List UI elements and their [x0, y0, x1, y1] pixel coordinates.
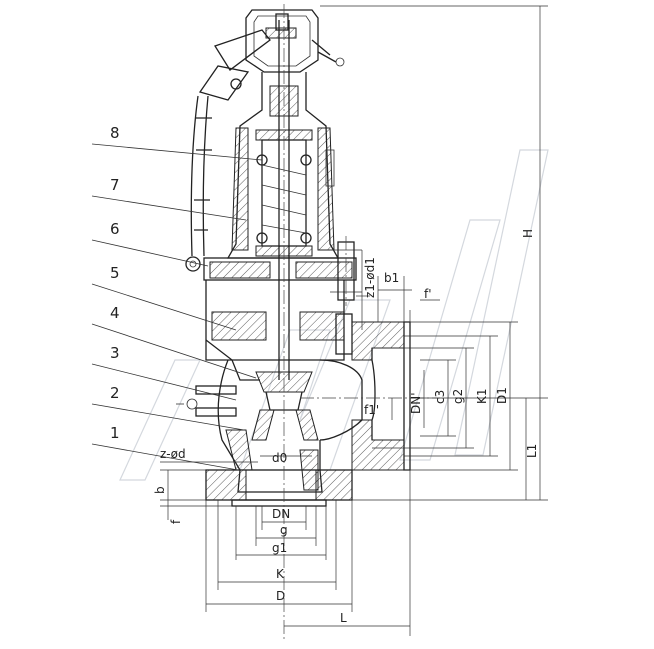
dim-label-f-prime: f'	[424, 287, 432, 301]
dim-label-c3: c3	[433, 390, 447, 404]
part-label-7: 7	[110, 176, 120, 194]
part-label-3: 3	[110, 344, 120, 362]
side-bolts	[176, 385, 237, 417]
watermark	[119, 149, 549, 481]
dim-label-k1: K1	[475, 388, 489, 404]
dim-label-dn: DN	[272, 507, 290, 521]
dim-label-g1: g1	[272, 541, 287, 555]
part-label-2: 2	[110, 384, 120, 402]
dim-label-z-d: z-ød	[160, 447, 186, 461]
dim-label-g: g	[280, 523, 288, 537]
dim-label-d1: D1	[495, 387, 509, 404]
valve-stem	[269, 20, 299, 380]
part-label-4: 4	[110, 304, 120, 322]
dim-label-k: K	[276, 567, 285, 581]
valve-body	[217, 321, 411, 493]
dim-label-b: b	[153, 486, 167, 494]
bonnet-flange	[203, 241, 362, 301]
dim-label-f: f	[169, 519, 183, 524]
dim-label-z1-d1: z1-ød1	[363, 257, 377, 298]
valve-cap	[245, 9, 345, 73]
dimension-lines	[160, 5, 548, 636]
leader-lines	[91, 143, 263, 471]
valve-guide	[205, 280, 353, 381]
part-label-6: 6	[110, 220, 120, 238]
dim-label-f1-prime: f1'	[364, 403, 379, 417]
dim-label-l1: L1	[525, 444, 539, 458]
dim-label-d: D	[276, 589, 285, 603]
dim-label-l: L	[340, 611, 347, 625]
inlet-flange	[205, 469, 353, 507]
dim-label-dn-prime: DN'	[409, 392, 423, 414]
part-label-8: 8	[110, 124, 120, 142]
part-label-1: 1	[110, 424, 120, 442]
dim-label-d0: d0	[272, 451, 287, 465]
part-label-5: 5	[110, 264, 120, 282]
dim-label-g2: g2	[451, 389, 465, 404]
dim-label-h: H	[521, 229, 535, 238]
dim-label-b1: b1	[384, 271, 399, 285]
valve-disc	[251, 371, 319, 441]
part-number-labels: 8 7 6 5 4 3 2 1	[110, 124, 120, 442]
dimension-labels: H L1 D1 K1 g2 c3 DN' f1' f' b1 z1-ød1 z-…	[153, 229, 539, 625]
